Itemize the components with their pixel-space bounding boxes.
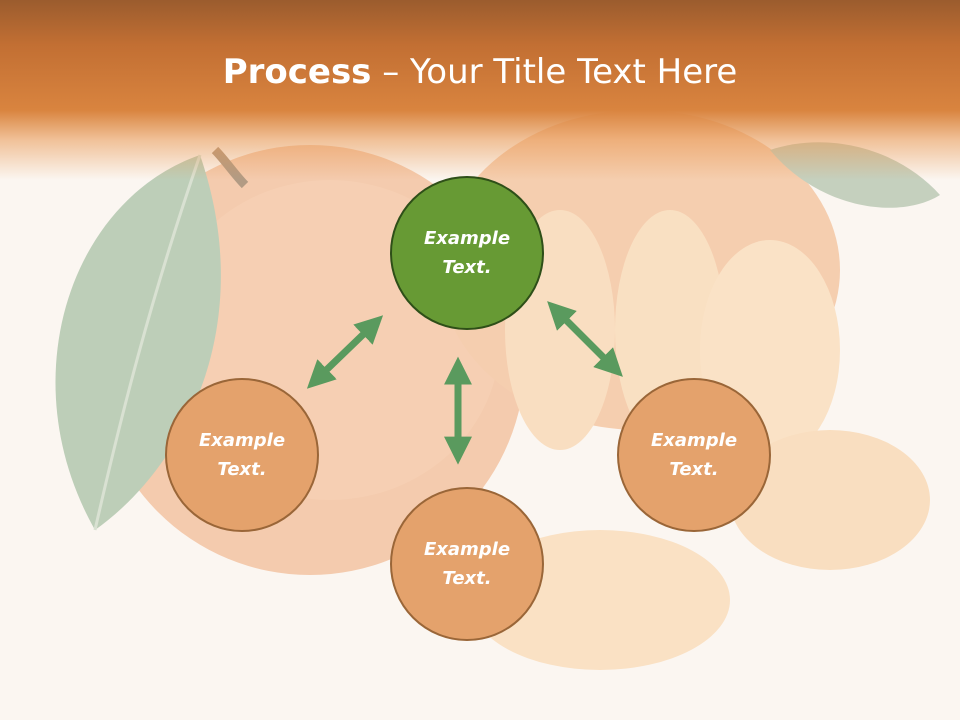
title-bold: Process bbox=[222, 52, 372, 92]
node-bottom-label: Example Text. bbox=[423, 539, 511, 589]
arrow-top-right bbox=[547, 301, 623, 377]
node-left-label: Example Text. bbox=[198, 430, 286, 480]
title-bar bbox=[0, 0, 960, 180]
arrow-top-left bbox=[306, 315, 384, 389]
title-rest: – Your Title Text Here bbox=[371, 52, 738, 92]
node-bottom[interactable]: Example Text. bbox=[390, 487, 544, 641]
slide-title: Process – Your Title Text Here bbox=[0, 52, 960, 92]
node-right[interactable]: Example Text. bbox=[617, 378, 771, 532]
node-top-label: Example Text. bbox=[423, 228, 511, 278]
node-top[interactable]: Example Text. bbox=[390, 176, 544, 330]
node-right-label: Example Text. bbox=[650, 430, 738, 480]
node-left[interactable]: Example Text. bbox=[165, 378, 319, 532]
